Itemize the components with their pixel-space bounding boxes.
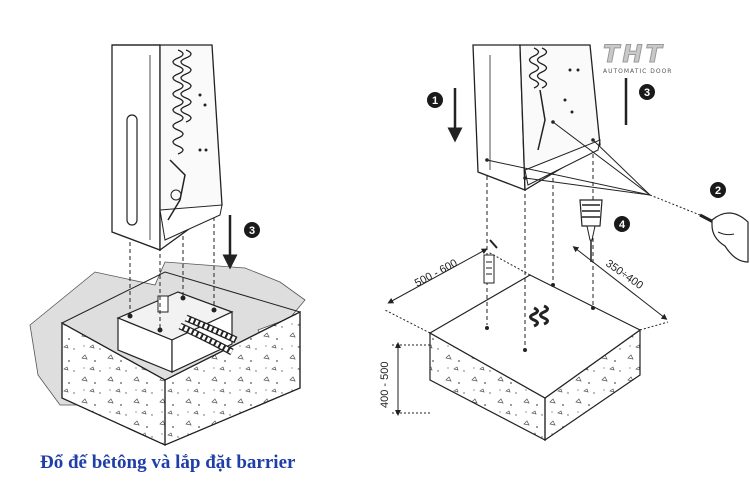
anchor-plate-box (116, 291, 238, 373)
concrete-foundation (61, 271, 301, 446)
alignment-guides-right (486, 122, 594, 348)
hand-with-pen (699, 212, 749, 263)
svg-text:3: 3 (644, 87, 650, 99)
diagram-caption: Đổ đế bêtông và lắp đặt barrier (40, 452, 296, 473)
tht-logo: THT AUTOMATIC DOOR (603, 40, 687, 76)
step-badge-2: 2 (710, 182, 726, 198)
step-badge-1: 1 (427, 92, 443, 108)
svg-text:4: 4 (619, 219, 626, 231)
barrier-cabinet-right (472, 44, 601, 192)
left-installation-view: 3 (29, 44, 306, 446)
right-installation-view: 500 - 600 350÷400 400 - 500 (379, 44, 749, 442)
svg-text:1: 1 (432, 95, 438, 107)
marking-lines (486, 121, 701, 216)
step-badge-3-left: 3 (244, 222, 260, 238)
anchor-bolt (483, 239, 498, 284)
svg-text:3: 3 (249, 225, 255, 237)
svg-text:2: 2 (715, 185, 721, 197)
step-badge-3-right: 3 (639, 84, 655, 100)
dimension-lines (384, 246, 669, 416)
drill-bit (579, 199, 603, 262)
concrete-foundation-right (428, 274, 642, 442)
barrier-cabinet (111, 44, 223, 252)
step-badge-4: 4 (614, 216, 630, 232)
dimension-width-a: 500 - 600 (413, 257, 460, 289)
alignment-guides (129, 210, 215, 330)
logo-subtitle: AUTOMATIC DOOR (603, 68, 673, 75)
logo-mark: THT (603, 40, 665, 68)
dimension-height: 400 - 500 (379, 362, 391, 408)
